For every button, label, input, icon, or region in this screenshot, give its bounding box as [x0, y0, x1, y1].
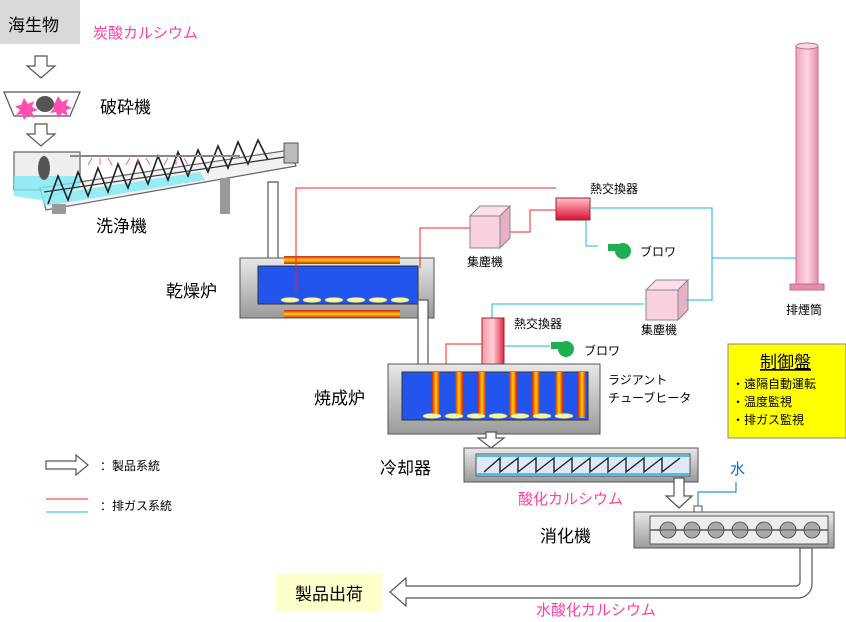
blower-1-icon [608, 243, 631, 259]
cooler-label: 冷却器 [380, 459, 431, 479]
exhaust-line-red [502, 209, 556, 233]
calcium-oxide-label: 酸化カルシウム [518, 490, 623, 508]
heat-exchanger-2-label: 熱交換器 [514, 316, 562, 331]
cooler [463, 447, 699, 483]
calciner-label: 焼成炉 [314, 389, 365, 409]
water-line [697, 482, 737, 506]
slaker [633, 511, 835, 549]
product-shipping-label: 製品出荷 [295, 585, 363, 605]
exhaust-line-blue [590, 207, 796, 259]
crusher-spark-icon [15, 98, 38, 120]
chimney-label: 排煙筒 [786, 302, 822, 317]
slaker-label: 消化機 [540, 527, 591, 547]
dryer-label: 乾燥炉 [166, 282, 217, 302]
product-arrow [476, 431, 506, 449]
control-panel [727, 343, 846, 439]
exhaust-line-red [419, 227, 470, 268]
exhaust-line-blue [491, 303, 644, 322]
dust-collector-2 [644, 278, 690, 322]
legend-exhaust-label: ：排ガス系統 [100, 499, 172, 513]
product-arrow [25, 123, 57, 147]
blower-1-label: ブロワ [640, 244, 676, 259]
exhaust-line-blue [686, 258, 713, 301]
washer-machine [13, 138, 299, 214]
dryer-furnace [239, 256, 435, 319]
control-panel-item: ・温度監視 [732, 394, 792, 409]
product-shipping-box [276, 574, 382, 612]
legend-product-arrow [45, 453, 89, 477]
control-panel-item: ・排ガス監視 [732, 412, 804, 427]
heat-exchanger-1-label: 熱交換器 [590, 181, 638, 196]
heat-exchanger-1 [555, 197, 591, 221]
seafood-label: 海生物 [8, 16, 59, 36]
calcium-carbonate-label: 炭酸カルシウム [93, 24, 198, 42]
water-label: 水 [730, 460, 745, 478]
exhaust-line-blue [585, 220, 598, 247]
crushed-shell-icon [36, 96, 54, 112]
calciner-furnace [387, 363, 601, 435]
washer-label: 洗浄機 [96, 217, 147, 237]
crusher-label: 破砕機 [100, 98, 151, 118]
crusher-spark-icon [49, 96, 72, 118]
calcium-hydroxide-label: 水酸化カルシウム [536, 601, 656, 619]
legend-product-label: ：製品系統 [100, 459, 160, 473]
radiant-tube-label-1: ラジアント [608, 373, 667, 387]
chimney [789, 42, 825, 291]
control-panel-item: ・遠隔自動運転 [732, 377, 816, 391]
dust-collector-2-label: 集塵機 [641, 322, 677, 337]
radiant-tube-label-2: チューブヒータ [608, 390, 691, 405]
dust-collector-1-label: 集塵機 [467, 254, 503, 269]
seafood-box [0, 0, 80, 44]
heat-exchanger-2 [481, 317, 505, 371]
product-output-arrow [389, 547, 813, 608]
blower-2-label: ブロワ [584, 343, 620, 358]
product-arrow [664, 477, 694, 509]
dust-collector-1 [468, 204, 512, 250]
control-panel-title: 制御盤 [760, 353, 811, 373]
exhaust-line-red [295, 187, 556, 292]
blower-2-icon [551, 341, 574, 357]
product-arrow [25, 55, 57, 79]
